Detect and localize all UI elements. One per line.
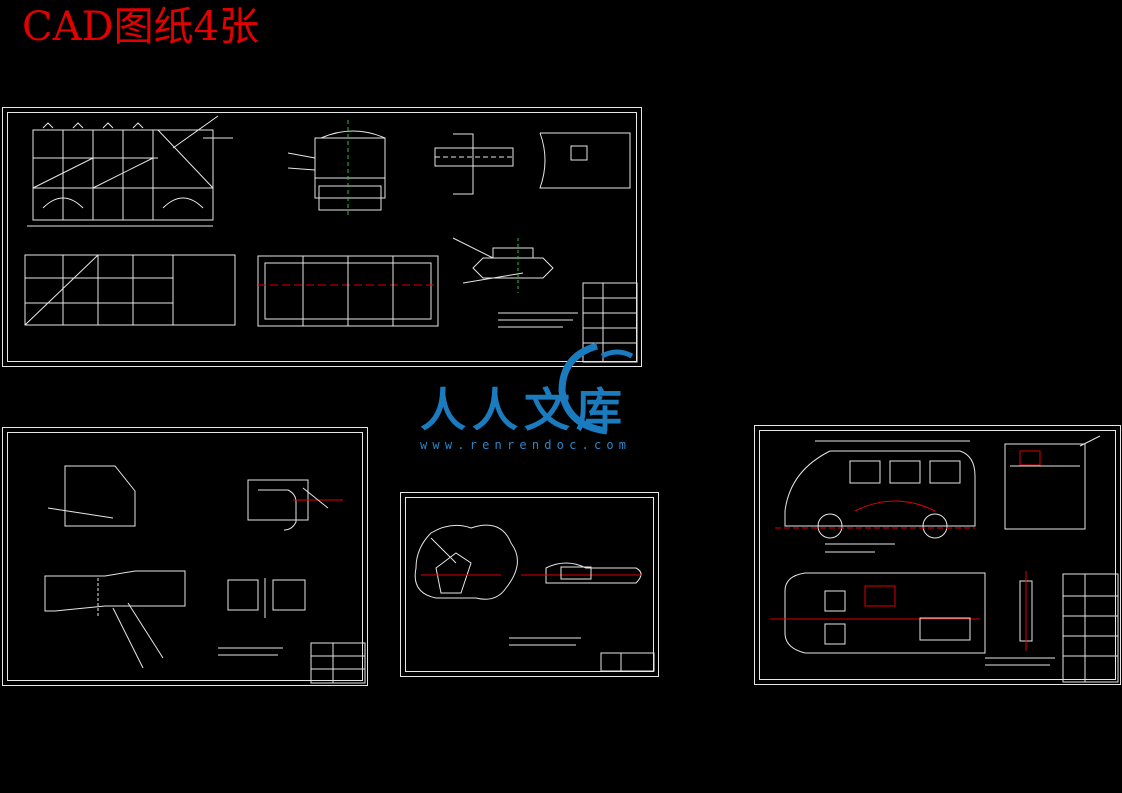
hinge-drawing <box>414 524 655 672</box>
watermark-brand: 人人文库 <box>420 383 628 437</box>
van-drawing <box>770 435 1119 683</box>
watermark-url: www.renrendoc.com <box>420 438 632 452</box>
watermark-logo-icon <box>558 342 634 435</box>
page-title: CAD图纸4张 <box>22 4 260 50</box>
frame-drawing <box>24 115 638 363</box>
cad-sheet-4[interactable] <box>754 425 1121 685</box>
cad-sheet-3[interactable] <box>400 492 659 677</box>
cad-sheet-1[interactable] <box>2 107 642 367</box>
cad-sheet-2[interactable] <box>2 427 368 686</box>
door-detail-drawing <box>44 465 366 684</box>
watermark: 人人文库 www.renrendoc.com <box>412 336 712 466</box>
